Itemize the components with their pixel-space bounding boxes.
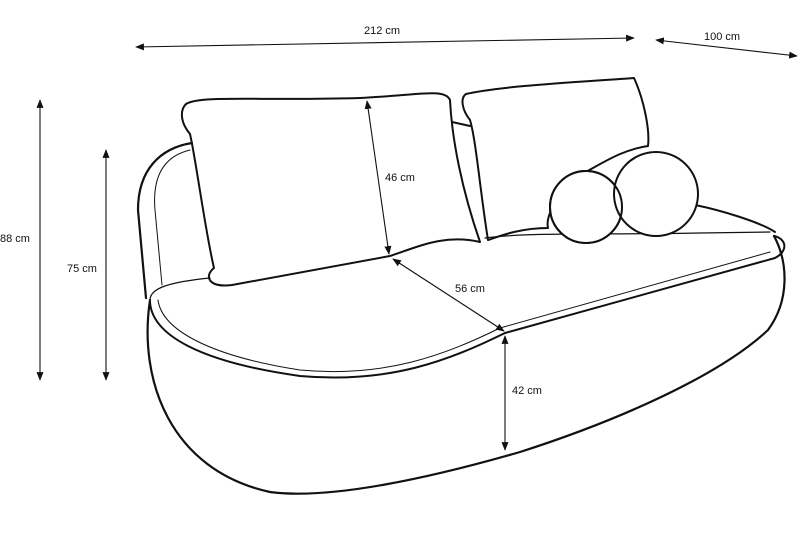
seat-front-edge	[149, 235, 786, 379]
sofa-body-outline	[146, 234, 786, 495]
round-pillow-back	[613, 151, 699, 237]
seat-depth-label: 56 cm	[455, 283, 485, 295]
width-label: 212 cm	[364, 25, 401, 37]
left-back-cushion	[180, 92, 481, 287]
sofa-back-inner	[154, 149, 191, 286]
seat-back-edge	[484, 231, 771, 239]
seat-piping	[157, 251, 771, 373]
total-height-label: 88 cm	[0, 233, 30, 245]
sofa-back-outline	[136, 141, 194, 300]
depth-arrow	[655, 37, 798, 59]
sofa-back-right	[451, 121, 776, 233]
cushion-height-arrow	[364, 100, 392, 255]
cushion-height-label: 46 cm	[385, 172, 415, 184]
seat-depth-arrow	[392, 258, 505, 332]
back-height-label: 75 cm	[67, 263, 97, 275]
seat-height-label: 42 cm	[512, 385, 542, 397]
width-arrow	[135, 34, 635, 51]
depth-label: 100 cm	[704, 31, 741, 43]
seat-top	[149, 277, 211, 301]
